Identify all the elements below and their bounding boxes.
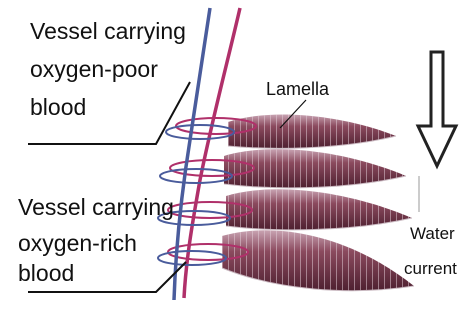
oxygen-poor-label-line-2: oxygen-poor — [30, 58, 158, 81]
down-arrow-icon — [418, 52, 456, 166]
oxygen-rich-label-line-2: oxygen-rich — [18, 232, 137, 255]
lamella-filament-3 — [226, 189, 412, 230]
oxygen-poor-label-line-3: blood — [30, 96, 86, 119]
water-current-label-line-2: current — [404, 260, 457, 277]
lamella-filament-2 — [224, 149, 406, 188]
oxygen-poor-label-line-1: Vessel carrying — [30, 20, 186, 43]
lamella-filament-1 — [228, 114, 396, 148]
oxygen-rich-label-line-3: blood — [18, 262, 74, 285]
lamella-group — [222, 114, 414, 290]
water-current-label-line-1: Water — [410, 225, 455, 242]
oxygen-rich-label-line-1: Vessel carrying — [18, 196, 174, 219]
lamella-filament-4 — [222, 230, 414, 290]
lamella-label: Lamella — [266, 80, 329, 98]
